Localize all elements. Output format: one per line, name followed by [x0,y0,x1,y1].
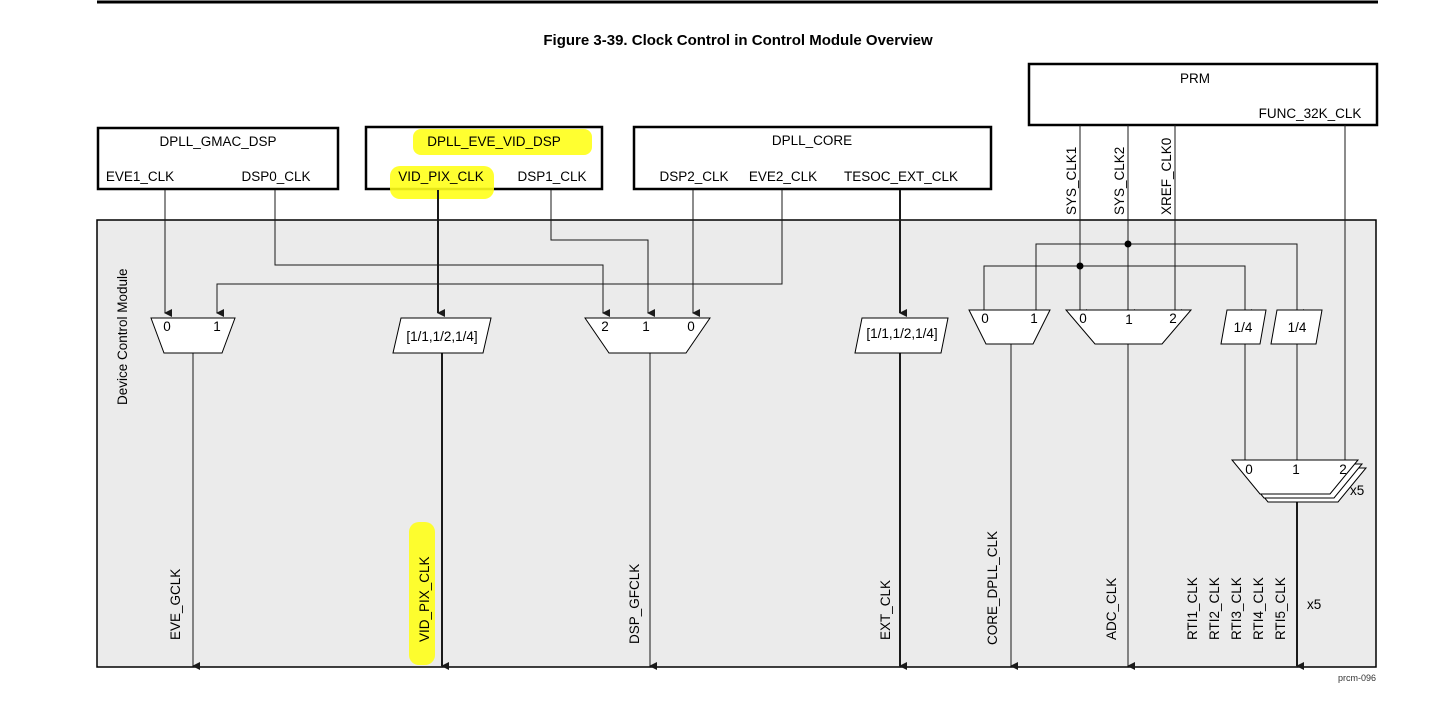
dsp-mux-in1: 1 [642,319,650,334]
adc-mux-in2: 2 [1169,311,1177,326]
rti-mux-in1: 1 [1292,462,1300,477]
core-mux: 0 1 [968,309,1051,345]
quarter-divider-b: 1/4 [1270,309,1323,345]
adc-mux: 0 1 2 [1064,309,1193,345]
sys-clk2-label: SYS_CLK2 [1112,147,1127,215]
eve-gclk-label: EVE_GCLK [168,569,183,640]
eve-mux-in1: 1 [213,319,221,334]
dsp-gfclk-label: DSP_GFCLK [627,564,642,644]
eve-mux-in0: 0 [163,319,171,334]
tesoc-ext-clk-label: TESOC_EXT_CLK [844,169,958,184]
dsp-mux-in0: 0 [687,319,695,334]
dpll-core-box: DPLL_CORE DSP2_CLK EVE2_CLK TESOC_EXT_CL… [632,125,993,191]
func-32k-clk-label: FUNC_32K_CLK [1259,106,1362,121]
dpll-eve-vid-dsp-box: DPLL_EVE_VID_DSP VID_PIX_CLK DSP1_CLK [364,125,604,199]
rti-mux-in2: 2 [1339,462,1347,477]
core-mux-in0: 0 [981,311,989,326]
ext-clk-label: EXT_CLK [878,580,893,640]
rti-mux-mult: x5 [1350,483,1364,498]
vid-divider-label: [1/1,1/2,1/4] [406,329,477,344]
rti-mux-in0: 0 [1245,462,1253,477]
dsp-mux: 2 1 0 [584,317,711,354]
eve2-clk-label: EVE2_CLK [749,169,817,184]
rti-output-mult: x5 [1307,597,1321,612]
rti2-clk-label: RTI2_CLK [1207,577,1222,640]
vid-pix-clk-label: VID_PIX_CLK [417,556,432,642]
adc-mux-in1: 1 [1125,312,1133,327]
module-label: Device Control Module [115,268,130,405]
prm-title: PRM [1180,71,1210,86]
core-mux-in1: 1 [1030,311,1038,326]
prm-box: PRM FUNC_32K_CLK [1027,62,1379,127]
highlight-dpll-title [413,129,592,155]
eve-mux: 0 1 [150,317,236,354]
device-control-module [96,219,1377,668]
figure-ref-id: prcm-096 [1338,673,1376,683]
dsp-mux-in2: 2 [601,319,609,334]
figure-title: Figure 3-39. Clock Control in Control Mo… [543,32,933,49]
ext-divider-label: [1/1,1/2,1/4] [866,326,937,341]
dsp2-clk-label: DSP2_CLK [659,169,728,184]
rti5-clk-label: RTI5_CLK [1273,577,1288,640]
vid-pix-clk-src-label: VID_PIX_CLK [398,169,484,184]
sys-clk1-label: SYS_CLK1 [1064,147,1079,215]
adc-mux-in0: 0 [1079,311,1087,326]
rti3-clk-label: RTI3_CLK [1229,577,1244,640]
core-dpll-clk-label: CORE_DPLL_CLK [985,531,1000,645]
highlight-vid-pix-clk-output [409,522,435,665]
rti1-clk-label: RTI1_CLK [1185,577,1200,640]
quarter-divider-b-label: 1/4 [1288,320,1307,335]
quarter-divider-a-label: 1/4 [1234,320,1253,335]
adc-clk-label: ADC_CLK [1104,578,1119,640]
xref-clk0-label: XREF_CLK0 [1159,138,1174,215]
ext-divider: [1/1,1/2,1/4] [854,317,949,354]
wires [164,125,1352,670]
dpll-gmac-dsp-box: DPLL_GMAC_DSP EVE1_CLK DSP0_CLK [96,126,340,191]
vid-divider: [1/1,1/2,1/4] [392,317,492,354]
dsp1-clk-label: DSP1_CLK [517,169,586,184]
dsp0-clk-label: DSP0_CLK [241,169,310,184]
rti-mux: 0 1 2 x5 [1230,459,1368,503]
quarter-divider-a: 1/4 [1220,309,1267,345]
dpll-core-title: DPLL_CORE [772,133,852,148]
rti4-clk-label: RTI4_CLK [1251,577,1266,640]
eve1-clk-label: EVE1_CLK [106,169,174,184]
dpll-eve-vid-dsp-title: DPLL_EVE_VID_DSP [427,134,561,149]
dpll-gmac-dsp-title: DPLL_GMAC_DSP [159,134,276,149]
highlight-vid-pix-clk [390,166,494,199]
